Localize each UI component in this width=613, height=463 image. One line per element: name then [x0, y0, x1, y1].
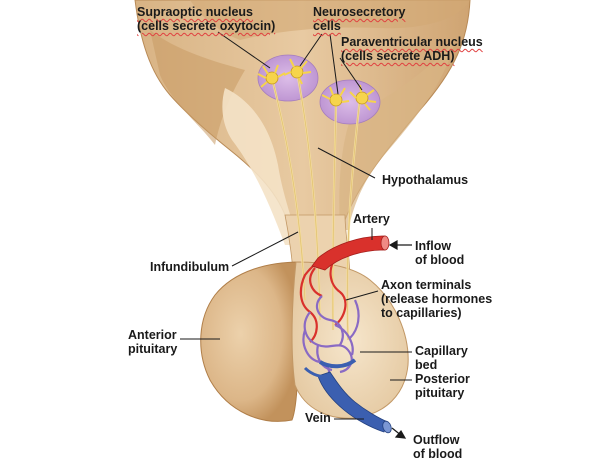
label-axon-terminals: Axon terminals (release hormones to capi… — [381, 278, 493, 320]
flow-arrows — [388, 239, 412, 439]
label-vein: Vein — [305, 411, 331, 425]
label-artery: Artery — [353, 212, 390, 226]
label-outflow-of-blood: Outflow of blood — [413, 433, 463, 461]
anterior-pituitary-lobe — [200, 261, 301, 422]
leader-lines — [180, 31, 412, 420]
artery-opening — [380, 235, 390, 251]
label-paraventricular-nucleus: Paraventricular nucleus (cells secrete A… — [341, 35, 483, 63]
vein-opening — [382, 420, 392, 434]
label-hypothalamus: Hypothalamus — [382, 173, 469, 187]
label-anterior-pituitary: Anterior pituitary — [128, 328, 178, 356]
hypothalamus-tissue — [134, 0, 471, 251]
label-capillary-bed: Capillary bed — [415, 344, 468, 372]
label-posterior-pituitary: Posterior pituitary — [415, 372, 470, 400]
label-neurosecretory-cells: Neurosecretory cells — [313, 5, 406, 33]
label-supraoptic-nucleus: Supraoptic nucleus (cells secrete oxytoc… — [137, 5, 276, 33]
label-infundibulum: Infundibulum — [150, 260, 230, 274]
artery-vessel — [311, 235, 386, 271]
label-inflow-of-blood: Inflow of blood — [415, 239, 465, 267]
vein-vessel — [317, 371, 389, 433]
